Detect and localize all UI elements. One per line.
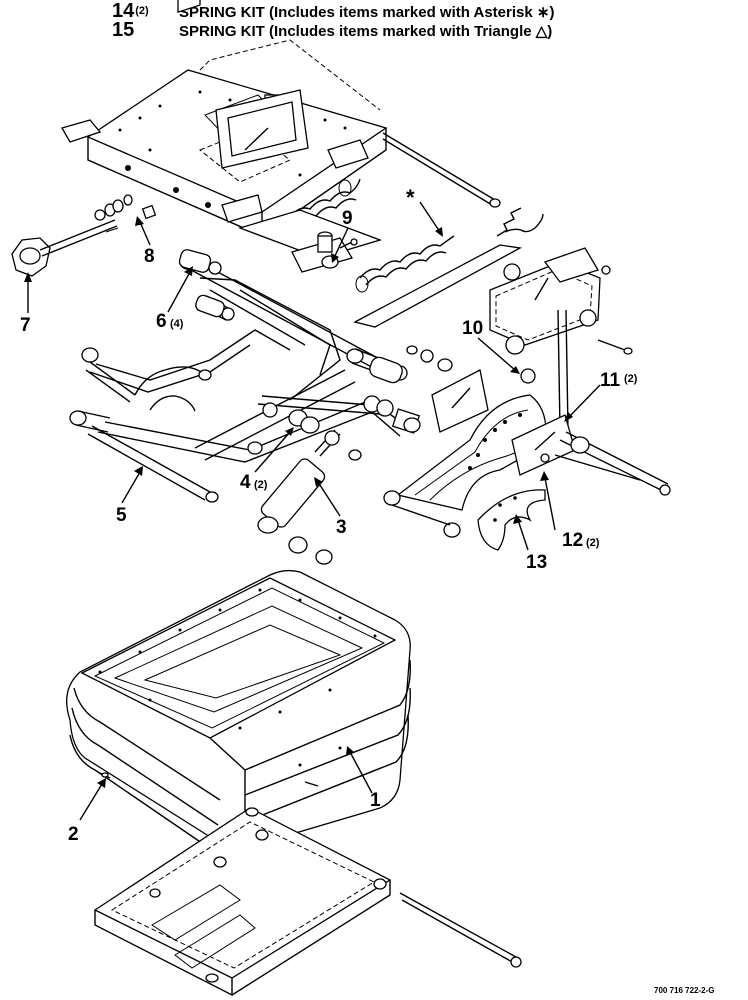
drawing-number: 700 716 722-2-G xyxy=(654,986,715,995)
callout-leaders xyxy=(24,201,601,821)
spring-kit-row-15: 15 SPRING KIT (Includes items marked wit… xyxy=(112,19,552,42)
callout-11-qty: (2) xyxy=(624,373,638,385)
callout-13: 13 xyxy=(526,552,547,573)
adjustment-knob xyxy=(11,194,157,277)
kit-qty-14: (2) xyxy=(135,5,149,17)
spring-strap xyxy=(353,207,544,328)
callout-8: 8 xyxy=(144,246,155,267)
base-plate xyxy=(93,807,522,997)
callout-5: 5 xyxy=(116,505,127,526)
bushings xyxy=(178,249,403,384)
callout-labels: 1 2 3 4 (2) 5 6 (4) 7 8 9 10 11 (2) 12 (… xyxy=(20,185,715,995)
top-mounting-plate xyxy=(61,0,388,238)
callout-11: 11 xyxy=(600,370,621,391)
scissor-frame xyxy=(69,254,421,503)
callout-2: 2 xyxy=(68,824,79,845)
shock-absorber xyxy=(257,409,362,565)
kit-description-14: SPRING KIT (Includes items marked with A… xyxy=(179,4,555,21)
spring-kit-row-14: 14(2) SPRING KIT (Includes items marked … xyxy=(112,0,554,23)
callout-4-qty: (2) xyxy=(254,479,268,491)
asterisk-mark: * xyxy=(406,185,415,210)
callout-12: 12 xyxy=(562,530,583,551)
callout-6: 6 xyxy=(156,311,167,332)
right-bracket-assembly xyxy=(383,247,671,551)
callout-4: 4 xyxy=(240,472,251,493)
callout-6-qty: (4) xyxy=(170,318,184,330)
top-rod xyxy=(382,132,501,208)
kit-number-15: 15 xyxy=(112,19,135,41)
callout-9: 9 xyxy=(342,208,353,229)
seat-cushion xyxy=(66,569,411,853)
spring-assembly xyxy=(237,178,455,293)
kit-number-14: 14(2) xyxy=(112,0,149,22)
callout-3: 3 xyxy=(336,517,347,538)
callout-10: 10 xyxy=(462,318,483,339)
callout-1: 1 xyxy=(370,790,381,811)
kit-description-15: SPRING KIT (Includes items marked with T… xyxy=(179,23,553,40)
callout-7: 7 xyxy=(20,315,31,336)
callout-12-qty: (2) xyxy=(586,537,600,549)
